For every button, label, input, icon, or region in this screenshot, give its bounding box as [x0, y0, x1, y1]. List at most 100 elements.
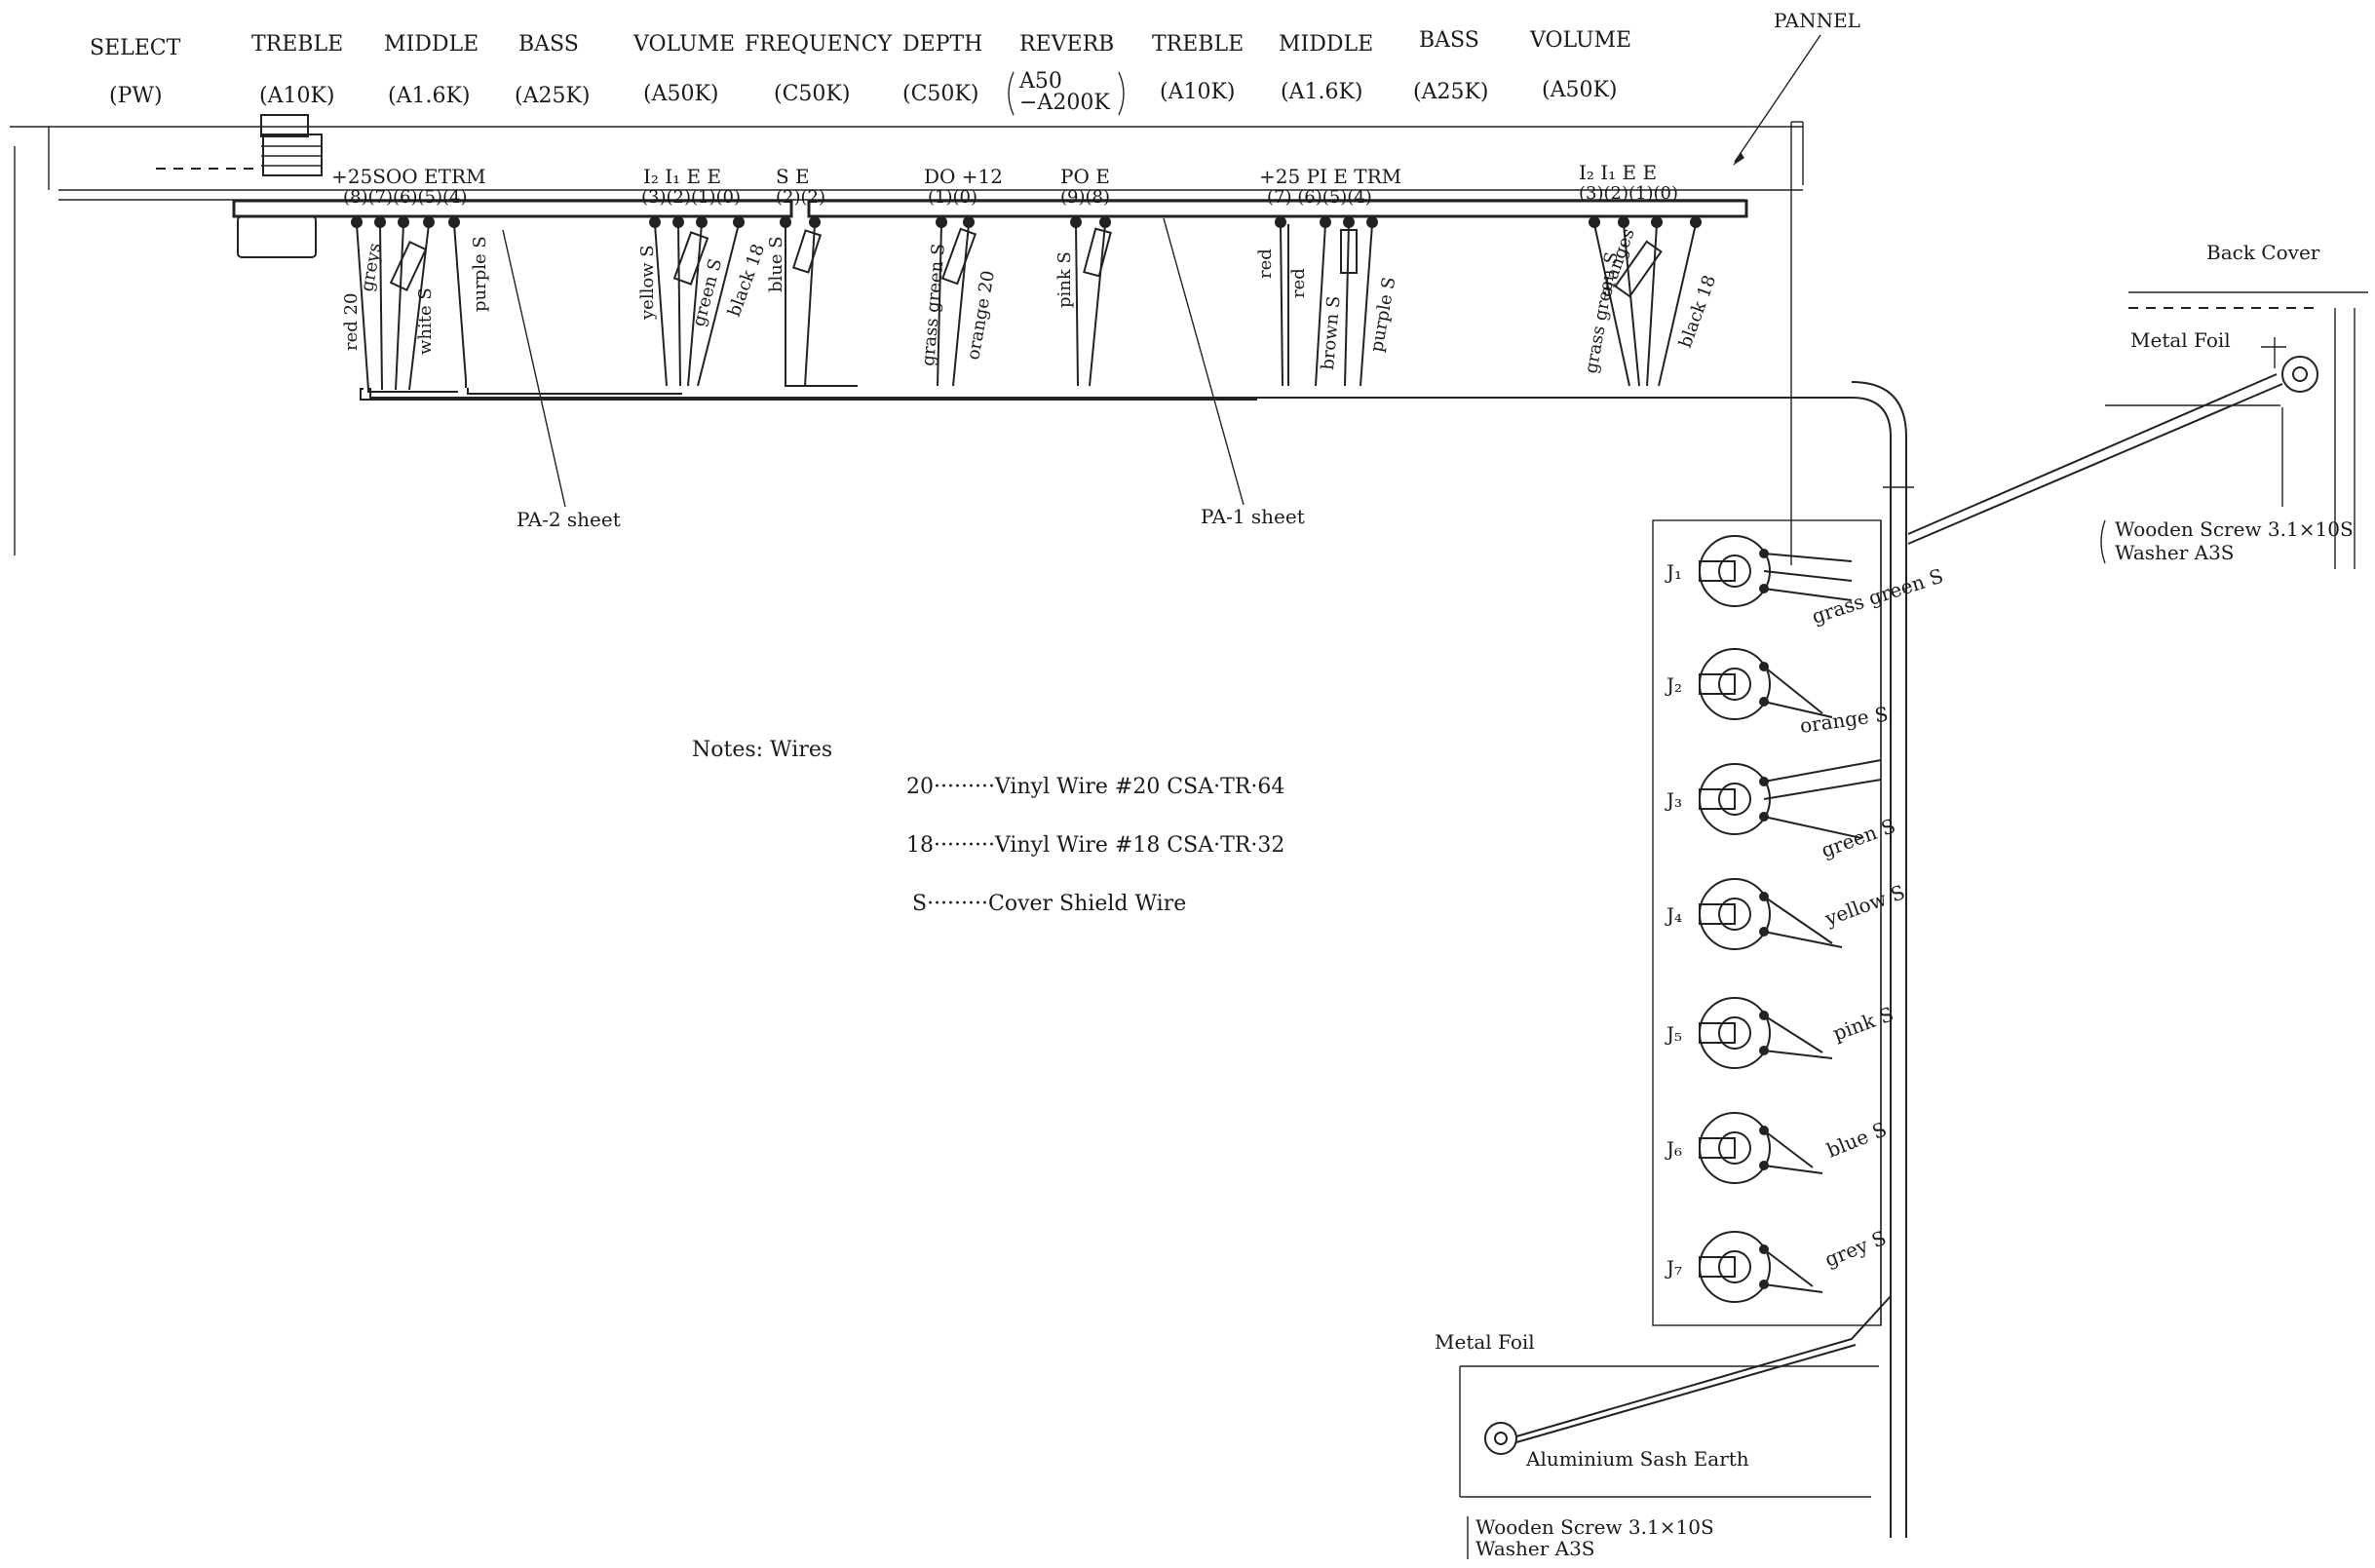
pot-header-name: DEPTH: [902, 32, 982, 57]
terminal-label: PO E: [1060, 165, 1110, 188]
metal-foil-label: Metal Foil: [2130, 328, 2231, 352]
pot-header-value: (A10K): [1160, 80, 1235, 104]
pot-header-value: (A10K): [259, 84, 334, 108]
pa1-sheet-label: PA-1 sheet: [1201, 505, 1305, 528]
back-cover-label: Back Cover: [2206, 241, 2320, 264]
terminal-labels: +25SOO ETRM (8)(7)(6)(5)(4) I₂ I₁ E E (3…: [331, 161, 1678, 208]
wire-label: brown S: [1318, 295, 1345, 371]
panel-pointer: [1734, 34, 1821, 163]
panel-label: PANNEL: [1774, 9, 1860, 32]
jack-id: J₂: [1665, 673, 1682, 697]
wire-label: grass green S: [918, 243, 949, 366]
jack-wire-label: grey S: [1821, 1226, 1890, 1272]
sash-earth: Metal Foil Aluminium Sash Earth Wooden S…: [1435, 1295, 1892, 1560]
sash-earth-label: Aluminium Sash Earth: [1525, 1447, 1749, 1471]
pot-header-value: (C50K): [902, 82, 978, 106]
wire-label: red: [1288, 268, 1309, 298]
washer-label: Washer A3S: [1475, 1537, 1595, 1560]
pa2-pointer: [502, 229, 566, 508]
wire-label: red: [1255, 249, 1276, 279]
jack-wire-label: orange S: [1798, 703, 1890, 738]
jack-id: J₅: [1665, 1022, 1682, 1046]
solder-points: [351, 216, 1702, 228]
pot-header-value: (A1.6K): [388, 84, 470, 108]
terminal-number: (3)(2)(1)(0): [641, 187, 741, 208]
jack-wire-label: green S: [1819, 814, 1898, 862]
pot-header-name: TREBLE: [1152, 32, 1244, 57]
jack-wire-label: grass green S: [1809, 564, 1946, 629]
pot-header-name: VOLUME: [1529, 28, 1631, 53]
jack-wire-label: blue S: [1823, 1117, 1890, 1162]
pot-header-name: FREQUENCY: [745, 32, 893, 57]
terminal-number: (9)(8): [1060, 187, 1110, 208]
jack-id: J₇: [1665, 1256, 1682, 1280]
jack: J₁: [1665, 535, 1853, 607]
notes: Notes: Wires 20·········Vinyl Wire #20 C…: [692, 738, 1284, 916]
wire-label: white S: [415, 287, 436, 355]
jacks: J₁ J₂ J₃ J₄: [1665, 535, 1882, 1303]
jack: J₆: [1665, 1112, 1823, 1184]
jack-wire-label: pink S: [1830, 1002, 1897, 1046]
notes-line: S·········Cover Shield Wire: [912, 892, 1186, 916]
pa2-sheet-label: PA-2 sheet: [517, 508, 621, 531]
terminal-label: DO +12: [924, 165, 1003, 188]
pot-header-value: (A50K): [643, 82, 718, 106]
jack: J₄: [1665, 878, 1843, 950]
wire-label: purple S: [470, 236, 490, 312]
pa1-pointer: [1163, 217, 1245, 506]
pot-header-value: (A25K): [1413, 80, 1488, 104]
notes-line: 18·········Vinyl Wire #18 CSA·TR·32: [906, 833, 1284, 858]
terminal-label: +25 PI E TRM: [1259, 165, 1401, 188]
pot-header-value: (A1.6K): [1281, 80, 1362, 104]
terminal-number: (1)(0): [928, 187, 977, 208]
terminal-label: I₂ I₁ E E: [643, 165, 721, 188]
pot-header-name: VOLUME: [632, 32, 735, 57]
pot-header-name: MIDDLE: [1279, 32, 1373, 57]
jack: J₇: [1665, 1231, 1823, 1303]
pot-header-name: REVERB: [1019, 32, 1114, 57]
panel-structure: [10, 114, 1804, 565]
select-switch-cap: [260, 114, 309, 137]
terminal-label: S E: [776, 165, 810, 188]
notes-line: 20·········Vinyl Wire #20 CSA·TR·64: [906, 775, 1284, 799]
pot-header-name: MIDDLE: [384, 32, 479, 57]
ring-terminal-icon: [1484, 1422, 1517, 1455]
jack: J₅: [1665, 997, 1833, 1069]
ring-terminal-icon: [2281, 356, 2318, 393]
pa1-sheet: [807, 199, 1748, 218]
pot-header-row: SELECT (PW) TREBLE (A10K) MIDDLE (A1.6K)…: [90, 28, 1631, 116]
pot-header-name: TREBLE: [251, 32, 343, 57]
jack-id: J₁: [1665, 560, 1682, 584]
wire-label: pink S: [1054, 251, 1075, 308]
washer-label: Washer A3S: [2115, 541, 2235, 564]
pa2-sheet: [232, 199, 793, 218]
reverb-bracket: [1008, 71, 1125, 116]
pot-header-value: (A50K): [1542, 78, 1617, 102]
pot-header-value: (PW): [109, 84, 163, 108]
select-switch-knob: [262, 134, 323, 176]
wire-label: yellow S: [637, 245, 658, 321]
jack: J₃: [1665, 759, 1882, 839]
select-switch-body: [237, 215, 317, 258]
jack: J₂: [1665, 648, 1833, 720]
pot-header-name: BASS: [518, 32, 579, 57]
pot-header-name: SELECT: [90, 36, 181, 60]
notes-title: Notes: Wires: [692, 738, 832, 762]
terminal-label: I₂ I₁ E E: [1579, 161, 1657, 184]
wire-label: blue S: [766, 236, 786, 292]
terminal-label: +25SOO ETRM: [331, 165, 486, 188]
terminal-number: (2)(2): [776, 187, 825, 208]
jack-panel: [1652, 519, 1882, 1326]
jack-id: J₄: [1665, 903, 1682, 927]
arrowhead-icon: [1733, 152, 1744, 166]
terminal-wires: [351, 216, 1914, 1538]
back-cover: Back Cover Metal Foil Wooden Screw 3.1×1…: [1907, 241, 2368, 569]
screw-label: Wooden Screw 3.1×10S: [1475, 1515, 1714, 1539]
jack-wire-labels: grass green S orange S green S yellow S …: [1798, 564, 1945, 1272]
jack-id: J₃: [1665, 788, 1682, 812]
pot-header-value: (C50K): [774, 82, 850, 106]
screw-label: Wooden Screw 3.1×10S: [2115, 517, 2354, 541]
wire-label: red 20: [341, 293, 362, 351]
wire-label: orange 20: [963, 269, 999, 362]
